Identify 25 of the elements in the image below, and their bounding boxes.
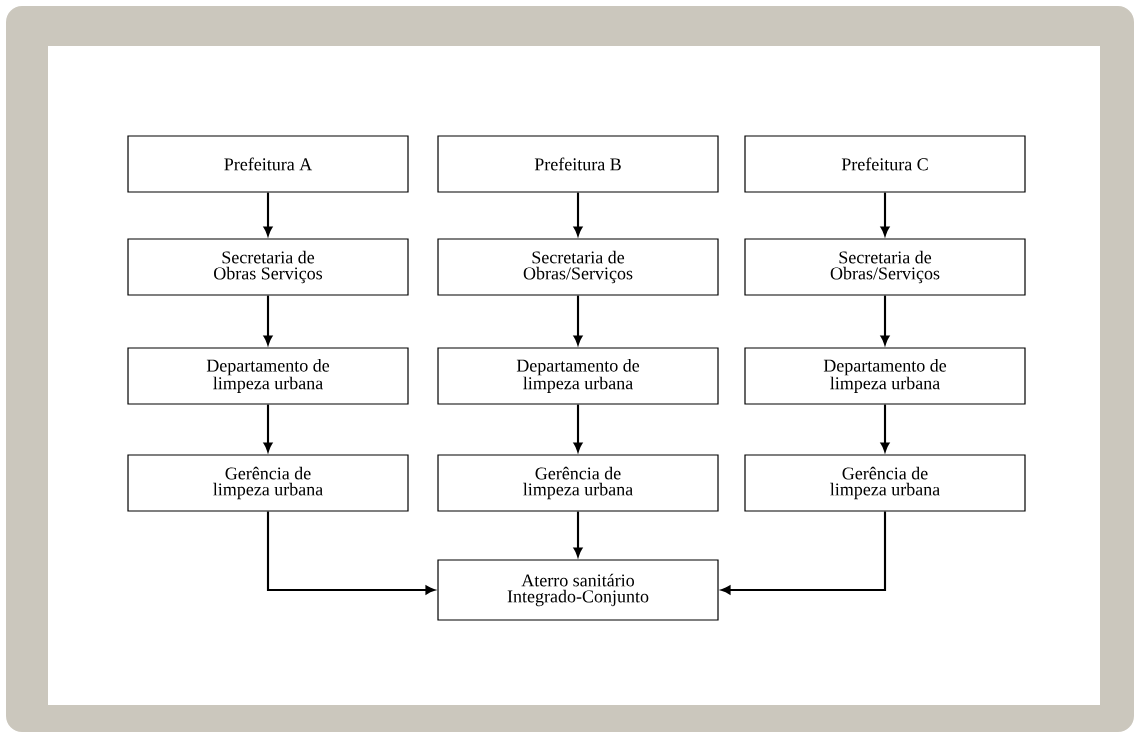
process-box: Prefeitura A bbox=[127, 135, 409, 193]
arrow bbox=[573, 295, 583, 345]
arrow bbox=[266, 511, 435, 595]
process-box: Departamento de limpeza urbana bbox=[437, 347, 719, 405]
arrow bbox=[263, 192, 273, 236]
process-box: Aterro sanitário Integrado-Conjunto bbox=[437, 559, 719, 621]
process-box: Gerência de limpeza urbana bbox=[437, 454, 719, 512]
process-box: Prefeitura B bbox=[437, 135, 719, 193]
process-box: Departamento de limpeza urbana bbox=[744, 347, 1026, 405]
arrow bbox=[721, 511, 887, 595]
arrow bbox=[880, 295, 890, 345]
process-box: Prefeitura C bbox=[744, 135, 1026, 193]
process-box: Secretaria de Obras/Serviços bbox=[437, 238, 719, 296]
arrow bbox=[573, 192, 583, 236]
process-box: Secretaria de Obras Serviços bbox=[127, 238, 409, 296]
arrow bbox=[880, 404, 890, 452]
process-box: Secretaria de Obras/Serviços bbox=[744, 238, 1026, 296]
arrow bbox=[573, 511, 583, 557]
process-box: Gerência de limpeza urbana bbox=[127, 454, 409, 512]
process-box: Departamento de limpeza urbana bbox=[127, 347, 409, 405]
arrow bbox=[573, 404, 583, 452]
process-box: Gerência de limpeza urbana bbox=[744, 454, 1026, 512]
arrow bbox=[880, 192, 890, 236]
arrow bbox=[263, 404, 273, 452]
arrow bbox=[263, 295, 273, 345]
